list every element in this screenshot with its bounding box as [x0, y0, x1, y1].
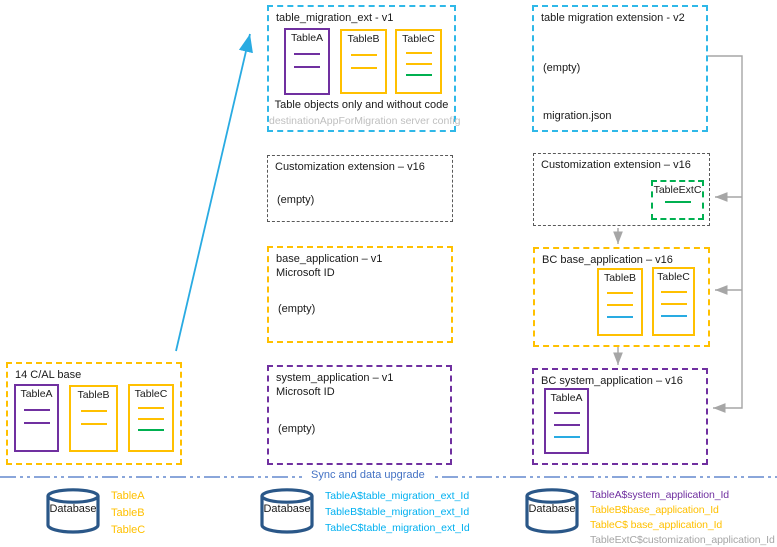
table-a-box: TableA: [544, 388, 589, 454]
box-table-migration-ext-v1: table_migration_ext - v1 TableA TableB T…: [267, 5, 461, 132]
database-label: Database: [49, 503, 97, 515]
database-table-list: TableA$system_application_Id TableB$base…: [590, 487, 775, 547]
empty-label: (empty): [277, 194, 315, 206]
table-field-lines: [653, 201, 702, 214]
migration-config-connector: [708, 55, 743, 413]
empty-label: (empty): [278, 303, 316, 315]
table-row: TableC$table_migration_ext_Id: [325, 522, 470, 534]
table-name: TableA: [20, 388, 53, 400]
box-title: base_application – v1: [276, 253, 383, 265]
table-c-box: TableC: [128, 384, 174, 452]
table-field-lines: [397, 52, 440, 87]
table-field-lines: [599, 292, 641, 329]
table-name: TableC: [134, 388, 168, 400]
box-title: Customization extension – v16: [275, 161, 425, 173]
box-note: Table objects only and without code: [274, 99, 449, 111]
table-name: TableA: [550, 392, 583, 404]
database-migration: Database TableA$table_migration_ext_Id T…: [258, 487, 470, 536]
box-title: BC base_application – v16: [542, 254, 673, 266]
table-c-box: TableC: [395, 29, 442, 94]
box-title: table migration extension - v2: [541, 12, 685, 24]
box-subtitle: Microsoft ID: [276, 386, 335, 398]
database-cylinder-icon: Database: [523, 487, 581, 535]
box-subtitle: Microsoft ID: [276, 267, 335, 279]
database-bc: Database TableA$system_application_Id Ta…: [523, 487, 775, 547]
database-label: Database: [263, 503, 311, 515]
box-title: Customization extension – v16: [541, 159, 691, 171]
table-field-lines: [16, 409, 57, 435]
table-b-box: TableB: [597, 268, 643, 336]
box-title: BC system_application – v16: [541, 375, 683, 387]
table-name: TableC: [402, 33, 435, 45]
box-bc-base-application-v16: BC base_application – v16 TableB TableC: [533, 247, 710, 347]
table-row: TableA$system_application_Id: [590, 489, 730, 501]
box-bc-system-application-v16: BC system_application – v16 TableA: [532, 368, 708, 465]
database-cylinder-icon: Database: [44, 487, 102, 535]
table-row: TableC$ base_application_Id: [590, 519, 723, 531]
table-name: TableB: [347, 33, 380, 45]
database-cal: Database TableA TableB TableC: [44, 487, 145, 539]
table-row: TableExtC$customization_application_Id: [590, 534, 775, 546]
box-title: 14 C/AL base: [15, 369, 82, 381]
table-name: TableB: [603, 272, 637, 284]
table-field-lines: [654, 291, 693, 328]
table-a-box: TableA: [14, 384, 59, 452]
table-name: TableB: [77, 389, 110, 401]
database-table-list: TableA$table_migration_ext_Id TableB$tab…: [325, 487, 470, 536]
database-table-list: TableA TableB TableC: [111, 487, 145, 539]
box-table-migration-extension-v2: table migration extension - v2 (empty) m…: [532, 5, 708, 132]
table-a-box: TableA: [284, 28, 330, 95]
table-name: TableExtC: [653, 184, 702, 196]
box-title: system_application – v1: [276, 372, 394, 384]
box-base-application-v1: base_application – v1 Microsoft ID (empt…: [267, 246, 453, 343]
box-system-application-v1: system_application – v1 Microsoft ID (em…: [267, 365, 452, 465]
table-extc-box: TableExtC: [651, 180, 704, 220]
box-title: table_migration_ext - v1: [276, 12, 394, 24]
sync-label: Sync and data upgrade: [303, 469, 433, 481]
table-row: TableB$table_migration_ext_Id: [325, 506, 470, 518]
table-name: TableC: [657, 271, 690, 283]
table-name: TableA: [290, 32, 324, 44]
table-field-lines: [546, 412, 587, 449]
table-row: TableB$base_application_Id: [590, 504, 719, 516]
box-14-cal-base: 14 C/AL base TableA TableB TableC: [6, 362, 182, 465]
database-cylinder-icon: Database: [258, 487, 316, 535]
table-c-box: TableC: [652, 267, 695, 336]
empty-label: (empty): [543, 62, 581, 74]
table-row: TableB: [111, 507, 145, 519]
table-b-box: TableB: [340, 29, 387, 94]
table-field-lines: [286, 53, 328, 79]
box-customization-extension-right: Customization extension – v16 TableExtC: [533, 153, 710, 226]
table-row: TableA$table_migration_ext_Id: [325, 490, 470, 502]
upgrade-arrow: [175, 33, 253, 352]
box-customization-extension-left: Customization extension – v16 (empty): [267, 155, 453, 222]
table-field-lines: [71, 410, 116, 436]
migration-json-label: migration.json: [543, 110, 612, 122]
empty-label: (empty): [278, 423, 316, 435]
table-field-lines: [342, 54, 385, 80]
box-footer: destinationAppForMigration server config: [269, 115, 461, 127]
table-field-lines: [130, 407, 172, 442]
database-label: Database: [528, 503, 576, 515]
table-row: TableA: [111, 490, 145, 502]
table-row: TableC: [111, 524, 146, 536]
table-b-box: TableB: [69, 385, 118, 452]
